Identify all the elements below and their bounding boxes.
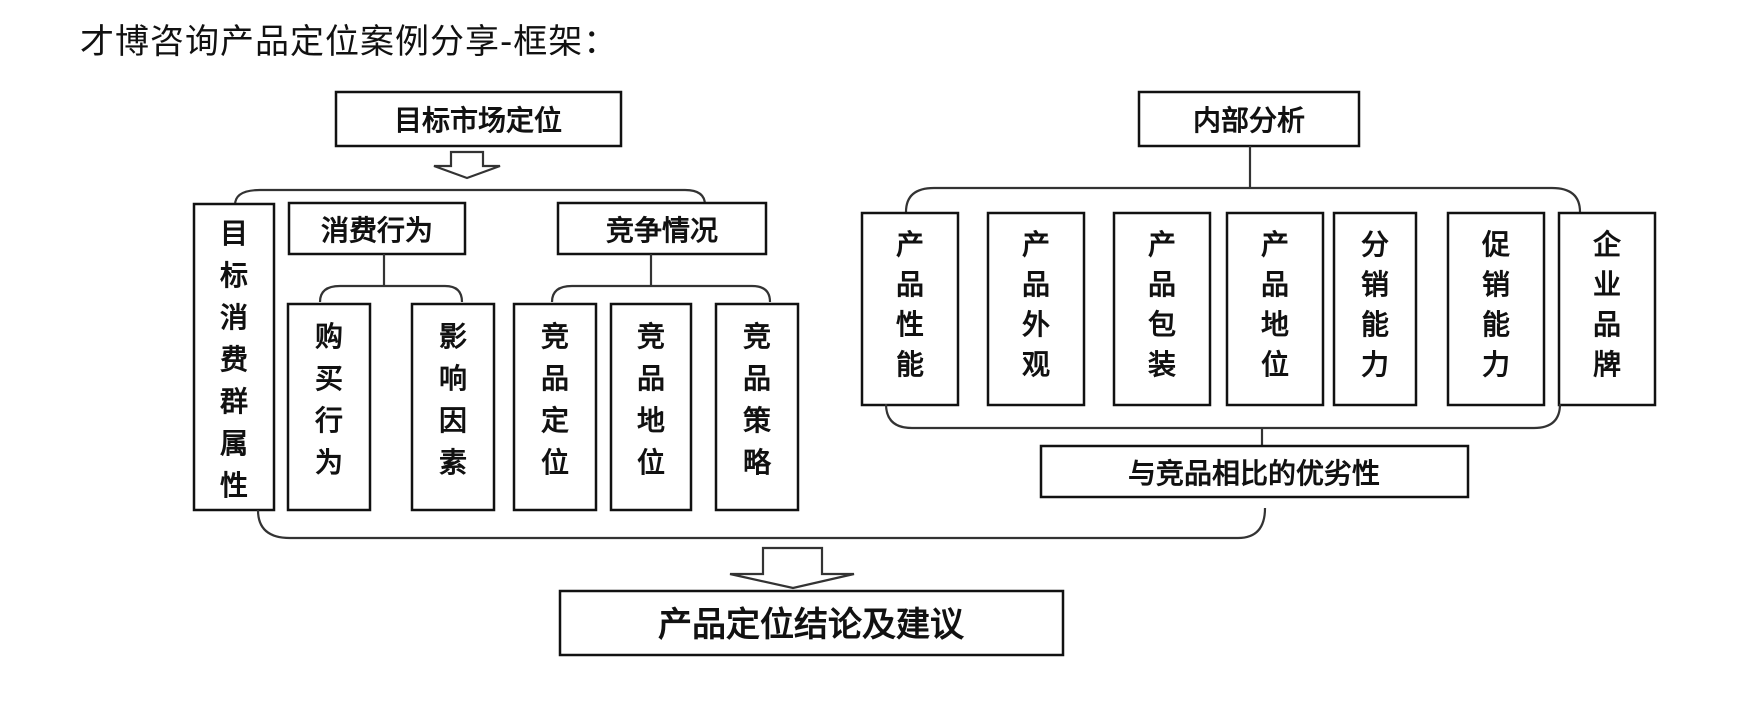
internal-item-box: 产品地位 xyxy=(1225,211,1325,407)
vertical-label-text: 促销能力 xyxy=(1481,228,1510,381)
comp-positioning-box: 竞品定位 xyxy=(512,302,598,512)
vertical-label-text: 竞品地位 xyxy=(637,320,665,479)
vertical-label-text: 产品性能 xyxy=(896,228,924,381)
left-upper-brace xyxy=(233,188,707,206)
comp-status-box: 竞品地位 xyxy=(609,302,693,512)
purchase-behavior-label: 购买行为 xyxy=(314,320,343,479)
comp-status-label: 竞品地位 xyxy=(637,320,665,479)
consumer-behavior-label: 消费行为 xyxy=(321,214,433,247)
competition-box: 竞争情况 xyxy=(556,201,768,256)
vertical-label-text: 竞品策略 xyxy=(743,320,772,479)
target-consumer-attr-box: 目标消费群属性 xyxy=(192,202,276,512)
conclusion-label: 产品定位结论及建议 xyxy=(658,605,965,645)
vertical-label-text: 竞品定位 xyxy=(541,320,569,479)
competition-brace xyxy=(550,284,772,303)
page-title: 才博咨询产品定位案例分享-框架： xyxy=(80,22,619,62)
vertical-label-text: 企业品牌 xyxy=(1593,228,1622,381)
target-consumer-attr-label: 目标消费群属性 xyxy=(220,217,248,502)
comp-strategy-label: 竞品策略 xyxy=(743,320,772,479)
vertical-label-text: 产品地位 xyxy=(1261,228,1289,381)
target-market-box: 目标市场定位 xyxy=(334,90,623,148)
conclusion-box: 产品定位结论及建议 xyxy=(558,589,1065,657)
compare-box: 与竞品相比的优劣性 xyxy=(1039,444,1470,499)
right-upper-brace xyxy=(904,186,1582,213)
vertical-label-text: 产品包装 xyxy=(1148,228,1176,381)
consumer-behavior-brace xyxy=(318,284,464,303)
internal-analysis-label: 内部分析 xyxy=(1193,104,1305,137)
left-down-arrow-icon xyxy=(433,150,501,180)
bottom-down-arrow-icon xyxy=(729,546,855,590)
vertical-label-text: 购买行为 xyxy=(314,320,343,479)
influence-factors-label: 影响因素 xyxy=(439,320,467,479)
internal-item-box: 分销能力 xyxy=(1332,211,1418,407)
competition-label: 竞争情况 xyxy=(606,214,718,247)
compare-label: 与竞品相比的优劣性 xyxy=(1128,457,1380,490)
influence-factors-box: 影响因素 xyxy=(410,302,496,512)
right-items-group: 产品性能 产品外观 产品包装 产品地位 分销能力 促销能力 企业品牌 xyxy=(860,211,1657,407)
right-lower-brace xyxy=(884,403,1562,430)
vertical-label-text: 影响因素 xyxy=(439,320,467,479)
purchase-behavior-box: 购买行为 xyxy=(286,302,372,512)
vertical-label-text: 分销能力 xyxy=(1361,228,1389,381)
internal-item-box: 促销能力 xyxy=(1446,211,1546,407)
internal-item-box: 产品性能 xyxy=(860,211,960,407)
internal-analysis-box: 内部分析 xyxy=(1137,90,1361,148)
internal-item-box: 企业品牌 xyxy=(1557,211,1657,407)
comp-strategy-box: 竞品策略 xyxy=(714,302,800,512)
bottom-brace xyxy=(256,507,1267,540)
comp-positioning-label: 竞品定位 xyxy=(541,320,569,479)
internal-item-box: 产品包装 xyxy=(1112,211,1212,407)
consumer-behavior-box: 消费行为 xyxy=(287,201,467,256)
target-market-label: 目标市场定位 xyxy=(394,104,562,137)
internal-item-box: 产品外观 xyxy=(986,211,1086,407)
vertical-label-text: 产品外观 xyxy=(1022,228,1050,381)
vertical-label-text: 目标消费群属性 xyxy=(220,217,248,502)
